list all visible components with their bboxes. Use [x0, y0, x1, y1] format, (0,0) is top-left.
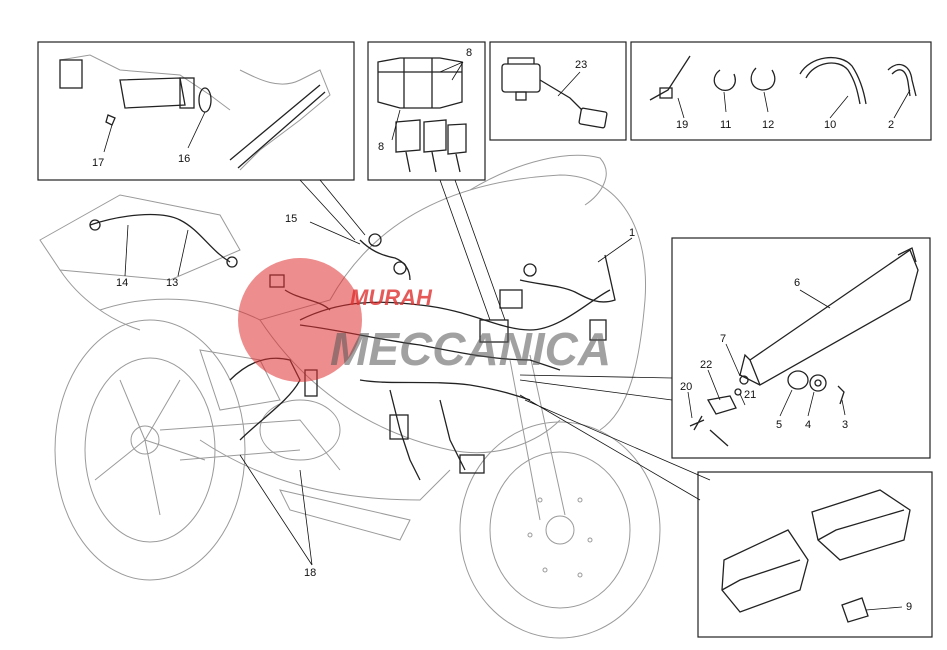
- callout-15: 15: [285, 213, 297, 225]
- callout-13: 13: [166, 277, 178, 289]
- callout-12: 12: [762, 119, 774, 131]
- callout-11: 11: [720, 119, 731, 131]
- watermark-line2: MECCANICA: [330, 323, 611, 375]
- callout-1: 1: [629, 227, 635, 239]
- inset-box-clips: [630, 41, 932, 141]
- inset-box-harness-detail: [37, 41, 355, 181]
- inset-connector-lines: [299, 179, 711, 501]
- callout-21: 21: [744, 389, 756, 401]
- callout-20: 20: [680, 381, 692, 393]
- callout-7: 7: [720, 333, 726, 345]
- callout-8-left: 8: [378, 141, 384, 153]
- motorcycle-sketch: [39, 154, 661, 639]
- callout-6: 6: [794, 277, 800, 289]
- inset-box-item-23: [489, 41, 627, 141]
- callout-19: 19: [676, 119, 688, 131]
- watermark: MURAH MECCANICA: [238, 258, 611, 382]
- callout-8-top: 8: [466, 47, 472, 59]
- callout-18: 18: [304, 567, 316, 579]
- inset-box-bracket: [671, 237, 931, 459]
- callout-5: 5: [776, 419, 782, 431]
- inset-box-relays: [367, 41, 486, 181]
- callout-23: 23: [575, 59, 587, 71]
- callout-16: 16: [178, 153, 190, 165]
- callout-9: 9: [906, 601, 912, 613]
- callout-14: 14: [116, 277, 128, 289]
- callout-3: 3: [842, 419, 848, 431]
- callout-labels: 1 2 3 4 5 6 7 8 8 9 10 11 12 13 14 15 16…: [92, 47, 912, 613]
- callout-22: 22: [700, 359, 712, 371]
- callout-17: 17: [92, 157, 104, 169]
- watermark-circle: [238, 258, 362, 382]
- inset-box-control-units: [697, 471, 933, 638]
- callout-2: 2: [888, 119, 894, 131]
- callout-leaders: [103, 61, 911, 611]
- callout-4: 4: [805, 419, 811, 431]
- callout-10: 10: [824, 119, 836, 131]
- watermark-line1: MURAH: [350, 285, 433, 310]
